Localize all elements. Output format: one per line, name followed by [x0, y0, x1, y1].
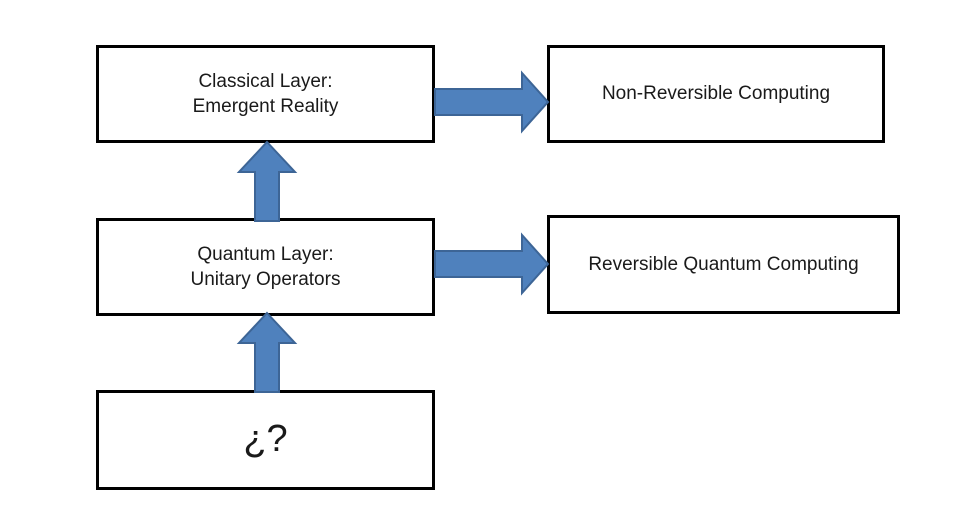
box-non-reversible-computing: Non-Reversible Computing — [547, 45, 885, 143]
box-unknown-question-label: ¿? — [243, 418, 288, 461]
box-unknown-question: ¿? — [96, 390, 435, 490]
box-reversible-quantum-computing-label: Reversible Quantum Computing — [588, 253, 859, 275]
box-classical-layer-line2: Emergent Reality — [192, 96, 339, 117]
box-classical-layer: Classical Layer: Emergent Reality — [96, 45, 435, 143]
right-arrow-icon — [434, 70, 550, 134]
up-arrow-icon — [236, 140, 298, 222]
box-reversible-quantum-computing: Reversible Quantum Computing — [547, 215, 900, 314]
box-non-reversible-computing-label: Non-Reversible Computing — [601, 83, 831, 105]
box-classical-layer-line1: Classical Layer: — [198, 70, 333, 92]
box-quantum-layer-line1: Quantum Layer: — [197, 243, 334, 265]
box-quantum-layer-line2: Unitary Operators — [190, 269, 341, 290]
up-arrow-icon — [236, 311, 298, 393]
right-arrow-icon — [434, 232, 550, 296]
box-quantum-layer: Quantum Layer: Unitary Operators — [96, 218, 435, 316]
